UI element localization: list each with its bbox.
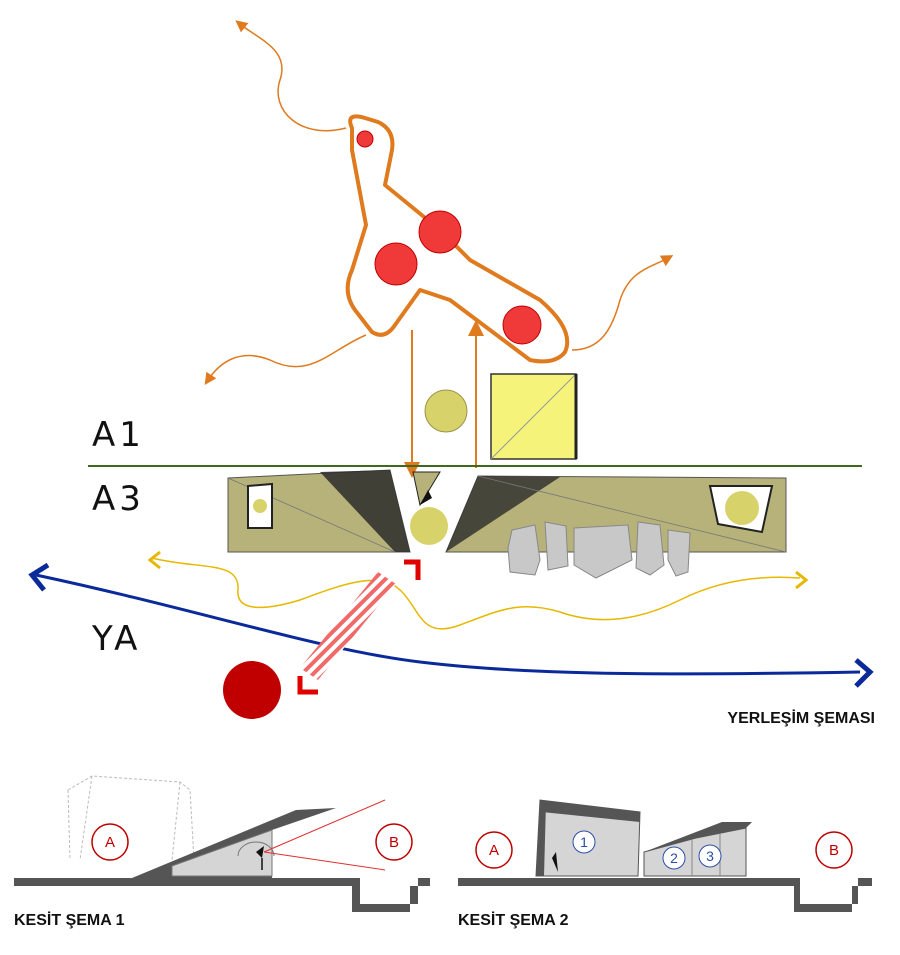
dark-red-circle — [223, 661, 281, 719]
blue-arrow-right — [854, 658, 874, 688]
site-plan-caption: YERLEŞİM ŞEMASI — [727, 709, 875, 727]
gold-arrow-left — [147, 550, 161, 570]
figure-icon — [552, 852, 558, 872]
section-1: A B — [14, 775, 430, 912]
a3-left-block — [227, 469, 411, 553]
yellow-circle-a1 — [424, 389, 468, 433]
orange-path-left — [204, 334, 367, 385]
svg-text:1: 1 — [580, 834, 588, 850]
red-circle-left — [374, 242, 418, 286]
section-2-point-b — [815, 831, 853, 869]
orange-path-top — [235, 20, 347, 132]
section-1-point-a — [91, 823, 129, 861]
svg-text:A: A — [489, 842, 499, 859]
striped-axis — [297, 559, 421, 695]
section-1-ramp — [132, 808, 336, 878]
space-3-marker — [698, 844, 722, 868]
gold-wavy-path — [151, 557, 801, 630]
blue-arrow-left — [28, 562, 50, 592]
red-corner-bottom — [297, 676, 318, 695]
space-1-marker — [572, 830, 596, 854]
space-2-marker — [662, 846, 686, 870]
zone-label-a3: A3 — [92, 479, 145, 519]
viewer-icon — [256, 846, 264, 858]
svg-text:B: B — [389, 834, 399, 851]
ghost-frame — [67, 775, 195, 861]
gold-arrow-right — [795, 570, 809, 590]
upper-building — [345, 114, 570, 364]
red-circle-top — [418, 210, 462, 254]
svg-text:B: B — [829, 842, 839, 859]
orange-circulation — [204, 20, 674, 478]
yellow-square — [490, 373, 578, 460]
gray-stones — [507, 521, 691, 579]
red-corner-top — [404, 559, 421, 580]
small-red-circle — [356, 130, 374, 148]
yellow-circle-a3 — [410, 507, 448, 545]
zone-label-ya: YA — [91, 619, 141, 659]
orange-path-right — [571, 255, 674, 351]
red-circle-right — [502, 305, 542, 345]
zone-label-a1: A1 — [92, 415, 145, 455]
section-1-point-b — [375, 823, 413, 861]
upper-building-outline — [345, 114, 570, 364]
a3-wedge — [412, 471, 441, 507]
svg-text:2: 2 — [670, 850, 678, 866]
section-2-point-a — [475, 831, 513, 869]
section-1-caption: KESİT ŞEMA 1 — [14, 911, 125, 929]
section-2-caption: KESİT ŞEMA 2 — [458, 911, 569, 929]
section-2: 1 2 3 A B — [458, 799, 872, 912]
svg-text:3: 3 — [706, 848, 714, 864]
blue-axis-line — [35, 573, 861, 676]
svg-text:A: A — [105, 834, 115, 851]
